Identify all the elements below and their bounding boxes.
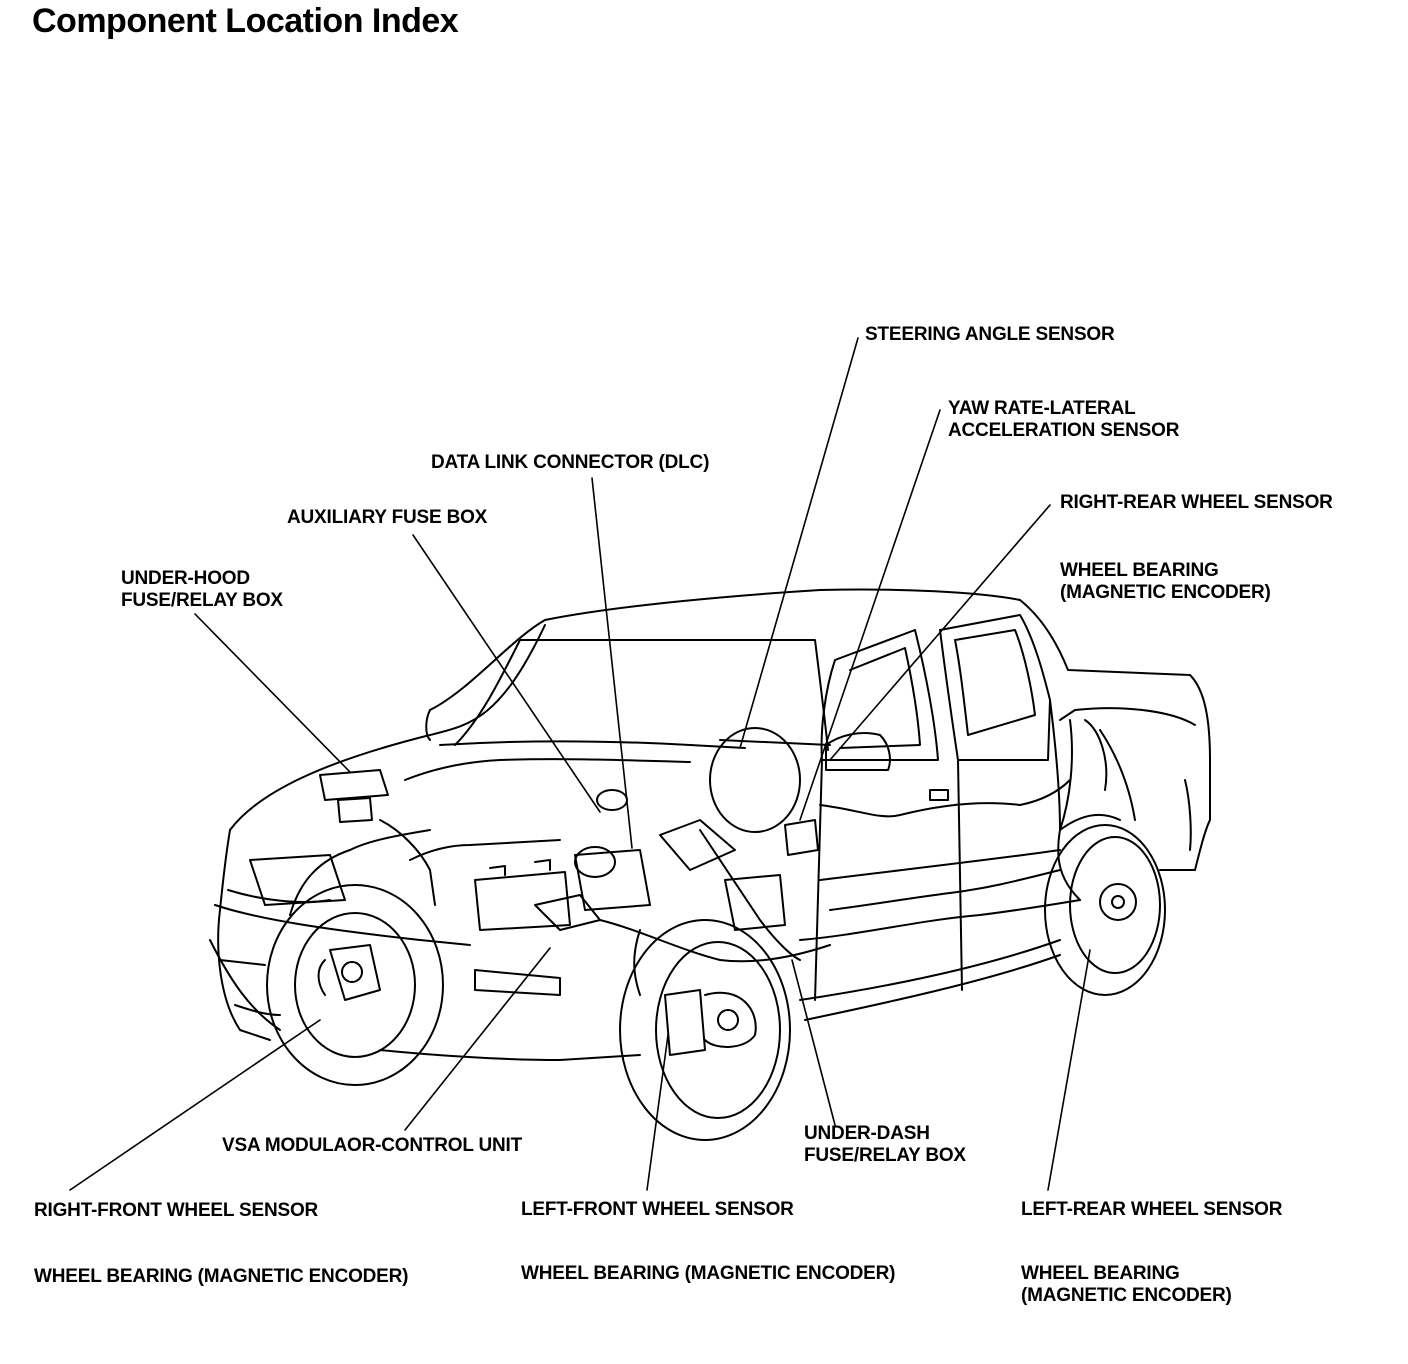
label-right-front-bearing: WHEEL BEARING (MAGNETIC ENCODER) [34, 1266, 409, 1287]
label-auxiliary-fuse-box: AUXILIARY FUSE BOX [287, 507, 488, 528]
label-right-rear-bearing-line2: (MAGNETIC ENCODER) [1060, 582, 1271, 603]
truck-body [209, 588, 1211, 1061]
label-under-dash-line1: UNDER-DASH [804, 1123, 930, 1144]
label-yaw-rate-line2: ACCELERATION SENSOR [948, 420, 1180, 441]
label-vsa-modulator: VSA MODULAOR-CONTROL UNIT [222, 1135, 523, 1156]
left-rear-wheel [1044, 824, 1166, 996]
label-left-front-wheel-sensor: LEFT-FRONT WHEEL SENSOR [521, 1199, 794, 1220]
label-left-rear-bearing-line2: (MAGNETIC ENCODER) [1021, 1285, 1232, 1306]
label-under-hood-line1: UNDER-HOOD [121, 568, 250, 589]
engine-components [289, 719, 1108, 996]
label-under-hood-line2: FUSE/RELAY BOX [121, 590, 283, 611]
label-data-link-connector: DATA LINK CONNECTOR (DLC) [431, 452, 710, 473]
label-under-dash-line2: FUSE/RELAY BOX [804, 1145, 966, 1166]
label-steering-angle-sensor: STEERING ANGLE SENSOR [865, 324, 1115, 345]
label-left-rear-bearing-line1: WHEEL BEARING [1021, 1263, 1180, 1284]
label-right-rear-bearing-line1: WHEEL BEARING [1060, 560, 1219, 581]
right-front-wheel [266, 884, 444, 1086]
label-left-front-bearing: WHEEL BEARING (MAGNETIC ENCODER) [521, 1263, 896, 1284]
page-title: Component Location Index [32, 2, 459, 40]
label-yaw-rate-line1: YAW RATE-LATERAL [948, 398, 1136, 419]
label-left-rear-wheel-sensor: LEFT-REAR WHEEL SENSOR [1021, 1199, 1283, 1220]
label-right-rear-wheel-sensor: RIGHT-REAR WHEEL SENSOR [1060, 492, 1333, 513]
leader-lines [69, 337, 1091, 1191]
left-front-wheel [619, 919, 791, 1141]
label-right-front-wheel-sensor: RIGHT-FRONT WHEEL SENSOR [34, 1200, 319, 1221]
